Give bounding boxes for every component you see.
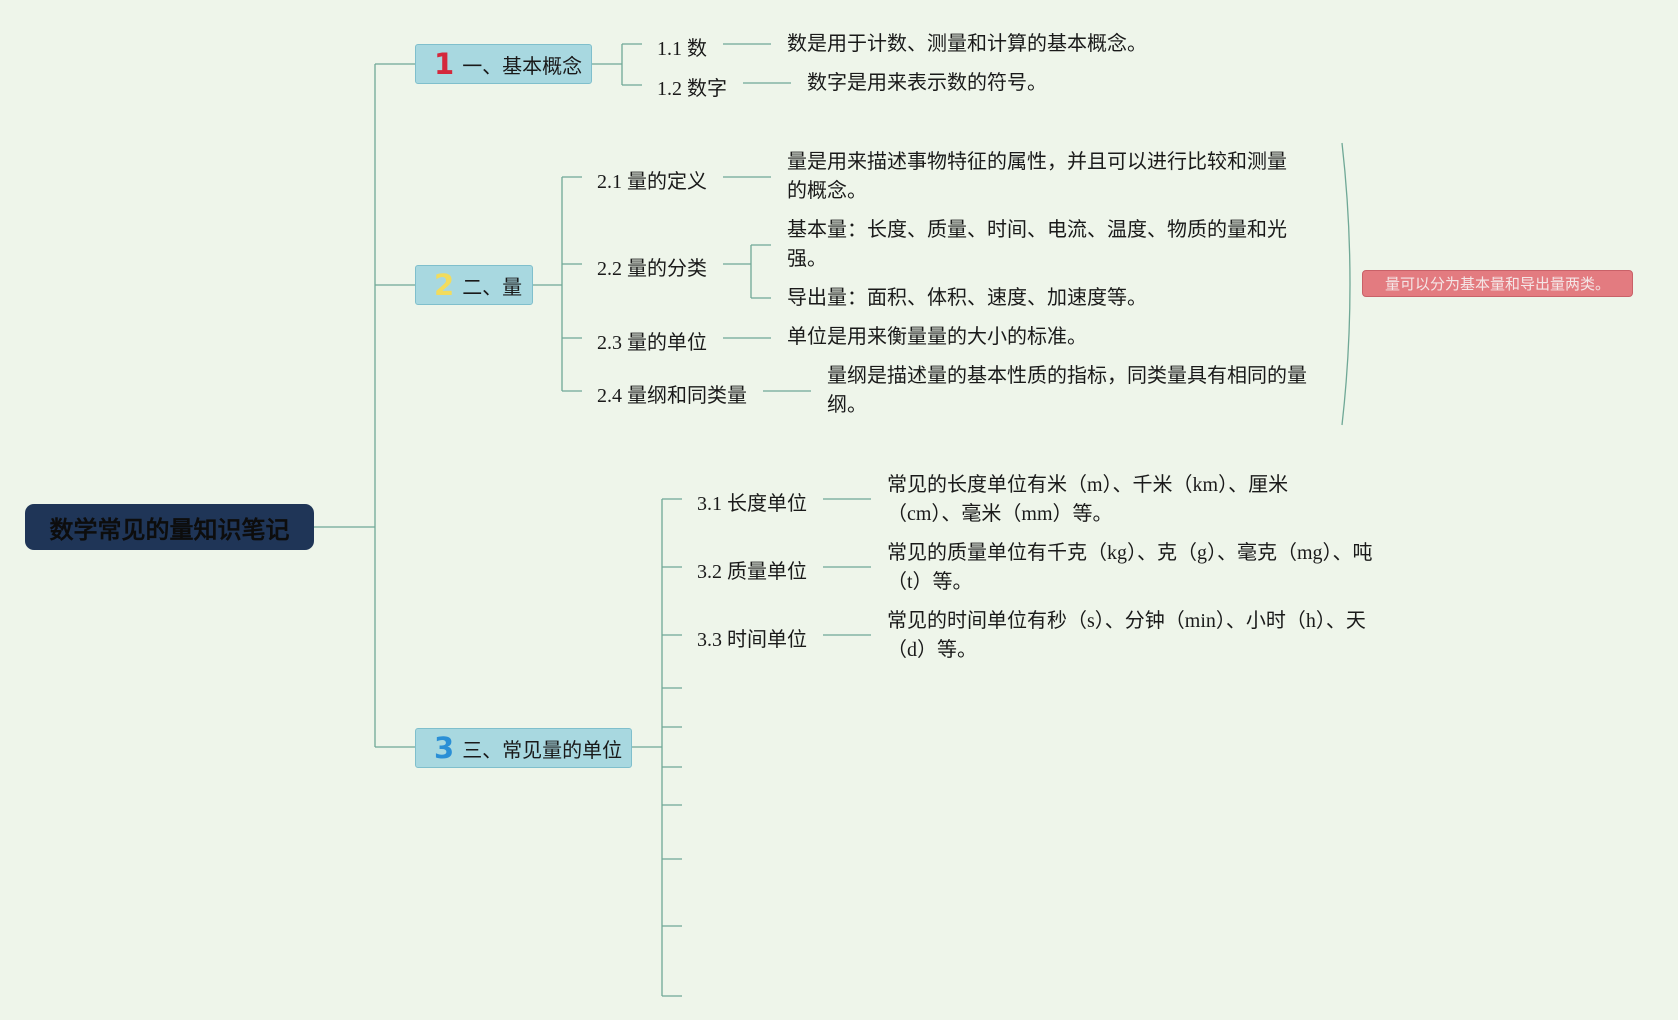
- subtopic-3-2[interactable]: 3.2 质量单位: [697, 561, 807, 583]
- description-2-1: 量是用来描述事物特征的属性，并且可以进行比较和测量的概念。: [787, 151, 1287, 202]
- description-3-1: 常见的长度单位有米（m）、千米（km）、厘米（cm）、毫米（mm）等。: [887, 474, 1289, 525]
- description-2-2-derived: 导出量：面积、体积、速度、加速度等。: [787, 287, 1147, 309]
- branch-label: 二、量: [462, 276, 523, 299]
- description-1-2: 数字是用来表示数的符号。: [807, 72, 1047, 94]
- branch-basic-concepts[interactable]: 1 一、基本概念: [415, 44, 592, 84]
- summary-bracket: [1341, 142, 1351, 426]
- subtopic-1-1[interactable]: 1.1 数: [657, 38, 707, 60]
- connector-root: [314, 63, 415, 748]
- subtopic-2-3[interactable]: 2.3 量的单位: [597, 332, 707, 354]
- branch-number-badge: 1: [434, 46, 455, 81]
- branch-number-badge: 3: [434, 730, 455, 765]
- subtopic-2-1[interactable]: 2.1 量的定义: [597, 171, 707, 193]
- root-topic[interactable]: 数学常见的量知识笔记: [25, 504, 314, 550]
- subtopic-1-2[interactable]: 1.2 数字: [657, 78, 727, 100]
- subtopic-2-4[interactable]: 2.4 量纲和同类量: [597, 385, 747, 407]
- connector-leaf-2-2: [723, 244, 771, 299]
- subtopic-2-2[interactable]: 2.2 量的分类: [597, 258, 707, 280]
- description-3-3: 常见的时间单位有秒（s）、分钟（min）、小时（h）、天（d）等。: [887, 610, 1366, 661]
- description-1-1: 数是用于计数、测量和计算的基本概念。: [787, 33, 1147, 55]
- branch-quantity[interactable]: 2 二、量: [415, 265, 533, 305]
- description-2-3: 单位是用来衡量量的大小的标准。: [787, 326, 1087, 348]
- connector-branch-1: [592, 43, 642, 86]
- subtopic-3-1[interactable]: 3.1 长度单位: [697, 493, 807, 515]
- description-3-2: 常见的质量单位有千克（kg）、克（g）、毫克（mg）、吨（t）等。: [887, 542, 1373, 593]
- branch-number-badge: 2: [434, 267, 455, 302]
- subtopic-3-3[interactable]: 3.3 时间单位: [697, 629, 807, 651]
- connector-branch-2: [533, 176, 582, 392]
- branch-label: 一、基本概念: [462, 55, 583, 78]
- summary-note[interactable]: 量可以分为基本量和导出量两类。: [1362, 270, 1633, 297]
- description-2-2-basic: 基本量：长度、质量、时间、电流、温度、物质的量和光强。: [787, 219, 1287, 270]
- branch-common-units[interactable]: 3 三、常见量的单位: [415, 728, 632, 768]
- branch-label: 三、常见量的单位: [462, 739, 623, 762]
- connector-branch-3: [632, 498, 682, 997]
- description-2-4: 量纲是描述量的基本性质的指标，同类量具有相同的量纲。: [827, 365, 1307, 416]
